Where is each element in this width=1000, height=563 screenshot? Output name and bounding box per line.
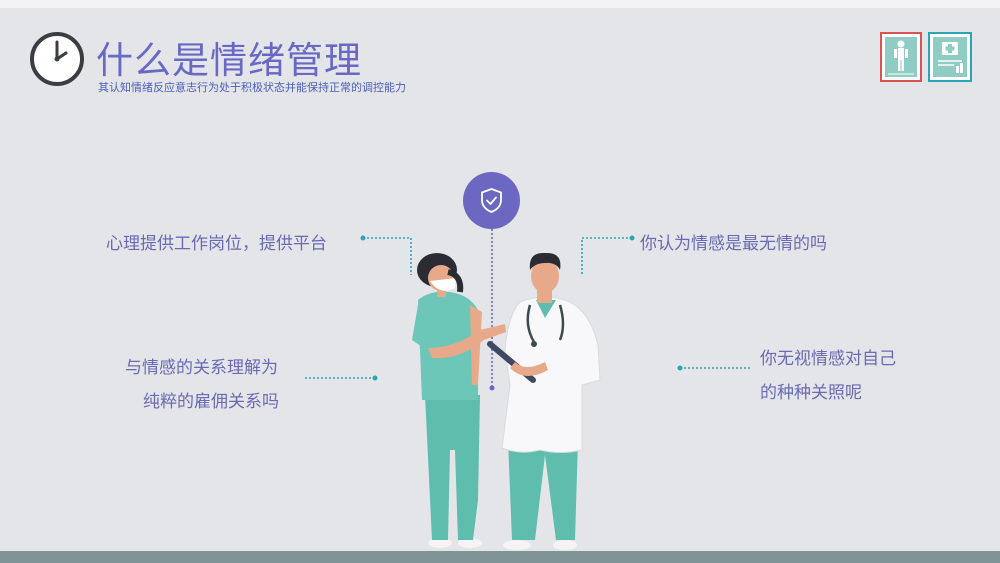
shield-check-icon <box>481 188 502 213</box>
label-bottom-right-line1: 你无视情感对自己 <box>760 349 896 369</box>
body-chart-icon <box>880 32 922 82</box>
doctor-figure <box>487 252 601 550</box>
page-subtitle: 其认知情绪反应意志行为处于积极状态并能保持正常的调控能力 <box>98 81 406 94</box>
connector-lines <box>305 229 752 388</box>
label-top-left: 心理提供工作岗位，提供平台 <box>106 234 327 254</box>
medical-report-icon <box>928 32 972 82</box>
label-top-right: 你认为情感是最无情的吗 <box>640 234 827 254</box>
label-bottom-left-line1: 与情感的关系理解为 <box>125 358 278 378</box>
shield-badge <box>463 172 520 229</box>
page-title: 什么是情绪管理 <box>96 39 362 82</box>
nurse-figure <box>412 253 506 548</box>
bottom-bar <box>0 551 1000 563</box>
connector-dots <box>360 235 683 391</box>
clock-icon <box>30 32 84 86</box>
label-bottom-right-line2: 的种种关照呢 <box>760 383 862 403</box>
top-bar <box>0 0 1000 8</box>
label-bottom-left-line2: 纯粹的雇佣关系吗 <box>143 392 279 412</box>
